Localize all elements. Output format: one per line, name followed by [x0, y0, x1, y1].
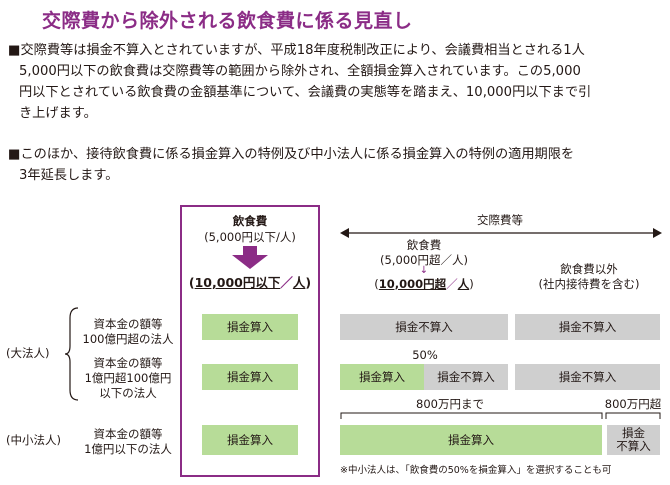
paragraph-2: ■このほか、接待飲食費に係る損金算入の特例及び中小法人に係る損金算入の特例の適用… — [8, 144, 663, 186]
row2-label-line-3: 以下の法人 — [99, 386, 157, 400]
col1-sub: (5,000円以下/人) — [204, 230, 296, 244]
row2-col2-fusannyu-cell: 損金不算入 — [424, 364, 508, 390]
col2-new-open: ( — [374, 277, 379, 291]
row2-col2-sannyu-cell: 損金算入 — [340, 364, 424, 390]
col1-new-unit: 人 — [292, 275, 306, 290]
row2-col1-cell: 損金算入 — [202, 364, 298, 390]
paragraph-2-line-2: 3年延長します。 — [19, 168, 119, 183]
col3-sub: (社内接待費を含む) — [538, 277, 640, 291]
kousai-label: 交際費等 — [477, 213, 523, 227]
footnote: ※中小法人は、「飲食費の50%を損金算入」を選択することも可 — [340, 465, 612, 476]
col1-new-open: ( — [188, 275, 195, 290]
row1-label-line-2: 100億円超の法人 — [82, 332, 174, 346]
row3-col2-cell: 損金算入 — [340, 425, 602, 455]
paragraph-1-line-2: 5,000円以下の飲食費は交際費等の範囲から除外され、全額損金算入されています。… — [19, 64, 581, 79]
row2-label-line-2: 1億円超100億円 — [84, 371, 172, 385]
revised-column-frame — [180, 205, 320, 477]
row3-label-line-1: 資本金の額等 — [93, 427, 163, 441]
col2-sub: (5,000円超／人) — [380, 253, 468, 267]
limit-brackets — [340, 412, 661, 419]
col2-arrow: ↓ — [419, 265, 429, 276]
row1-col3-cell: 損金不算入 — [515, 314, 660, 340]
row2-label: 資本金の額等 1億円超100億円 以下の法人 — [76, 356, 180, 401]
row3-label: 資本金の額等 1億円以下の法人 — [76, 427, 180, 457]
row3-col3-cell: 損金 不算入 — [607, 425, 660, 455]
col1-new-sep: ／ — [280, 275, 293, 290]
row3-col3-line-2: 不算入 — [616, 439, 651, 453]
paragraph-1-line-4: き上げます。 — [19, 106, 97, 121]
paragraph-1-line-1: ■交際費等は損金不算入とされていますが、平成18年度税制改正により、会議費相当と… — [8, 43, 585, 58]
col1-head: 飲食費 — [232, 214, 268, 228]
col2-new-unit: 人 — [457, 277, 470, 291]
group-small: (中小法人) — [6, 433, 61, 447]
kousai-bracket — [340, 228, 662, 238]
row1-col2-cell: 損金不算入 — [340, 314, 508, 340]
group-large: (大法人) — [6, 346, 50, 360]
row2-col3-cell: 損金不算入 — [515, 364, 660, 390]
paragraph-1: ■交際費等は損金不算入とされていますが、平成18年度税制改正により、会議費相当と… — [8, 40, 663, 124]
col1-new-close: ) — [305, 275, 312, 290]
col3-head: 飲食費以外 — [560, 262, 618, 276]
paragraph-1-line-3: 円以下とされている飲食費の金額基準について、会議費の実態等を踏まえ、10,000… — [19, 85, 592, 100]
col2-new-limit: (10,000円超／人) — [340, 277, 508, 292]
row3-col3-line-1: 損金 — [622, 426, 645, 440]
col2-new-close: ) — [469, 277, 474, 291]
limit-above-label: 800万円超 — [604, 397, 662, 411]
down-arrow-icon — [232, 246, 268, 269]
col2-head: 飲食費 — [406, 238, 442, 252]
fifty-percent-label: 50% — [412, 348, 438, 362]
row1-col1-cell: 損金算入 — [202, 314, 298, 340]
limit-below-label: 800万円まで — [416, 397, 484, 411]
page-title: 交際費から除外される飲食費に係る見直し — [42, 10, 413, 32]
col2-new-value: 10,000円超 — [378, 277, 447, 291]
row1-label: 資本金の額等 100億円超の法人 — [76, 317, 180, 347]
row3-label-line-2: 1億円以下の法人 — [84, 442, 172, 456]
row3-col1-cell: 損金算入 — [202, 425, 298, 455]
col1-new-value: 10,000円以下 — [194, 275, 281, 290]
row1-label-line-1: 資本金の額等 — [93, 317, 163, 331]
col2-new-sep: ／ — [446, 277, 458, 291]
row2-label-line-1: 資本金の額等 — [93, 356, 163, 370]
paragraph-2-line-1: ■このほか、接待飲食費に係る損金算入の特例及び中小法人に係る損金算入の特例の適用… — [8, 147, 575, 162]
col1-new-limit: (10,000円以下／人) — [180, 275, 320, 290]
large-corp-brace — [64, 307, 79, 401]
